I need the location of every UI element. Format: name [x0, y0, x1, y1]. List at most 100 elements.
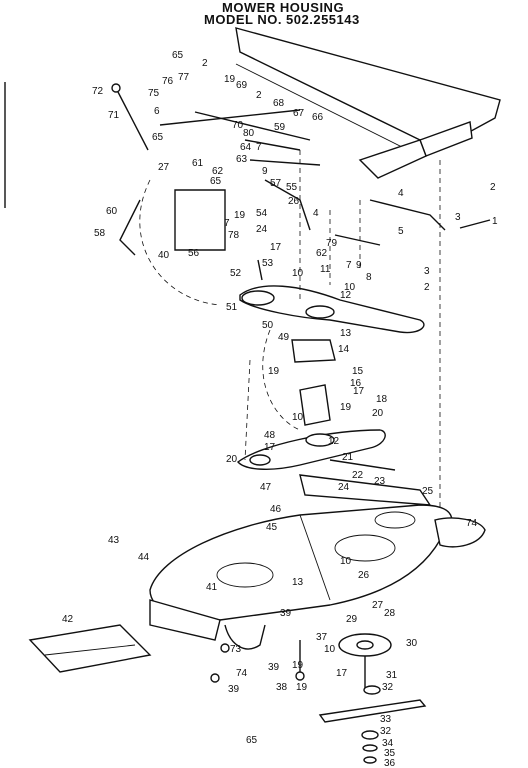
part-callout-56: 56	[188, 248, 200, 259]
part-callout-62: 62	[316, 248, 328, 259]
part-callout-32: 32	[382, 682, 394, 693]
part-callout-62: 62	[212, 166, 224, 177]
part-callout-28: 28	[384, 608, 396, 619]
front-bracket	[210, 624, 305, 683]
part-callout-16: 16	[350, 378, 362, 389]
diagram-title: MOWER HOUSING	[222, 0, 345, 15]
part-callout-7: 7	[224, 218, 230, 229]
phantom-lines	[139, 150, 441, 520]
part-callout-5: 5	[398, 226, 404, 237]
part-callout-80: 80	[243, 128, 255, 139]
part-callout-10: 10	[292, 268, 304, 279]
part-callout-24: 24	[338, 482, 350, 493]
part-callout-48: 48	[264, 430, 276, 441]
part-callout-39: 39	[228, 684, 240, 695]
part-callout-53: 53	[262, 258, 274, 269]
part-callout-71: 71	[108, 110, 120, 121]
part-callout-35: 35	[384, 748, 396, 759]
part-callout-19: 19	[292, 660, 304, 671]
part-callout-2: 2	[490, 182, 496, 193]
part-callout-12: 12	[328, 436, 340, 447]
part-callout-38: 38	[276, 682, 288, 693]
part-callout-41: 41	[206, 582, 218, 593]
mower-frame	[235, 27, 501, 179]
part-callout-52: 52	[230, 268, 242, 279]
part-callout-2: 2	[424, 282, 430, 293]
part-callout-33: 33	[380, 714, 392, 725]
part-callout-7: 7	[346, 260, 352, 271]
part-callout-19: 19	[268, 366, 280, 377]
part-callout-6: 6	[154, 106, 160, 117]
part-callout-14: 14	[338, 344, 350, 355]
part-callout-2: 2	[202, 58, 208, 69]
part-callout-77: 77	[178, 72, 190, 83]
part-callout-26: 26	[358, 570, 370, 581]
part-callout-39: 39	[268, 662, 280, 673]
part-callout-54: 54	[256, 208, 268, 219]
part-callout-4: 4	[313, 208, 319, 219]
part-callout-74: 74	[466, 518, 478, 529]
part-callout-19: 19	[296, 682, 308, 693]
part-callout-19: 19	[224, 74, 236, 85]
part-callout-32: 32	[380, 726, 392, 737]
part-callout-15: 15	[352, 366, 364, 377]
part-callout-55: 55	[286, 182, 298, 193]
part-callout-9: 9	[262, 166, 268, 177]
part-callout-65: 65	[152, 132, 164, 143]
spindle-assembly	[318, 633, 427, 764]
part-callout-17: 17	[264, 442, 276, 453]
part-callout-20: 20	[372, 408, 384, 419]
part-callout-23: 23	[374, 476, 386, 487]
part-callout-72: 72	[92, 86, 104, 97]
part-callout-59: 59	[274, 122, 286, 133]
part-callout-10: 10	[340, 556, 352, 567]
model-number: MODEL NO. 502.255143	[204, 12, 360, 27]
part-callout-65: 65	[172, 50, 184, 61]
part-callout-10: 10	[292, 412, 304, 423]
part-callout-27: 27	[372, 600, 384, 611]
part-callout-47: 47	[260, 482, 272, 493]
part-callout-4: 4	[398, 188, 404, 199]
part-callout-60: 60	[106, 206, 118, 217]
part-callout-64: 64	[240, 142, 252, 153]
part-callout-13: 13	[292, 577, 304, 588]
belt-drive-upper	[239, 285, 425, 363]
part-callout-11: 11	[320, 264, 331, 275]
part-callout-40: 40	[158, 250, 170, 261]
part-callout-78: 78	[228, 230, 240, 241]
part-callout-34: 34	[382, 738, 394, 749]
part-callout-27: 27	[158, 162, 170, 173]
lift-linkage	[111, 83, 491, 281]
part-callout-21: 21	[342, 452, 354, 463]
part-callout-3: 3	[424, 266, 430, 277]
part-callout-13: 13	[340, 328, 352, 339]
part-callout-17: 17	[353, 386, 365, 397]
part-callout-67: 67	[293, 108, 305, 119]
part-callout-24: 24	[256, 224, 268, 235]
part-callout-3: 3	[455, 212, 461, 223]
part-callout-10: 10	[344, 282, 356, 293]
mower-deck	[149, 474, 486, 622]
part-callout-61: 61	[192, 158, 204, 169]
part-callout-46: 46	[270, 504, 282, 515]
part-callout-66: 66	[312, 112, 324, 123]
part-callout-63: 63	[236, 154, 248, 165]
part-callout-10: 10	[324, 644, 336, 655]
part-callout-37: 37	[316, 632, 328, 643]
part-callout-8: 8	[366, 272, 372, 283]
part-callout-69: 69	[236, 80, 248, 91]
part-callout-2: 2	[256, 90, 262, 101]
page-number: 65	[246, 735, 258, 746]
part-callout-30: 30	[406, 638, 418, 649]
part-callout-76: 76	[162, 76, 174, 87]
belt-drive-lower	[236, 384, 396, 471]
part-callout-75: 75	[148, 88, 160, 99]
part-callout-39: 39	[280, 608, 292, 619]
part-callout-12: 12	[340, 290, 352, 301]
part-callout-36: 36	[384, 758, 396, 768]
part-callout-70: 70	[232, 120, 244, 131]
part-callout-50: 50	[262, 320, 274, 331]
